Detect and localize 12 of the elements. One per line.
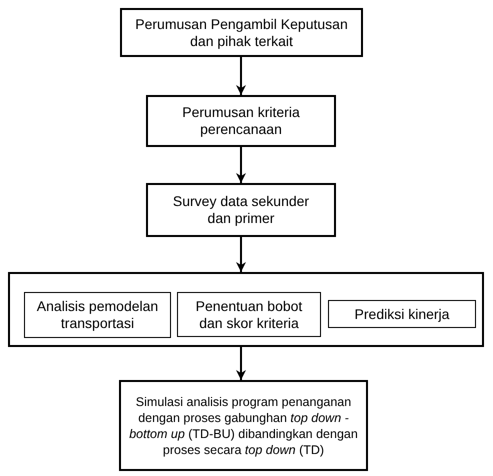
arrow — [236, 237, 246, 272]
process-box: Penentuan bobot dan skor kriteria — [177, 292, 321, 337]
process-box: Prediksi kinerja — [328, 300, 476, 328]
process-box: Simulasi analisis program penanganan dengan proses gabunghan top down - bottom up (TD-BU) dibandingkan dengan proses secara top down (TD) — [119, 380, 368, 471]
group-box — [8, 272, 484, 347]
arrow — [236, 57, 246, 95]
process-box: Perumusan Pengambil Keputusan dan pihak terkait — [120, 8, 363, 57]
arrow — [236, 147, 246, 183]
process-box: Perumusan kriteria perencanaan — [146, 95, 336, 147]
process-box: Analisis pemodelan transportasi — [24, 292, 171, 338]
process-box: Survey data sekunder dan primer — [146, 183, 336, 237]
arrow — [236, 347, 246, 380]
